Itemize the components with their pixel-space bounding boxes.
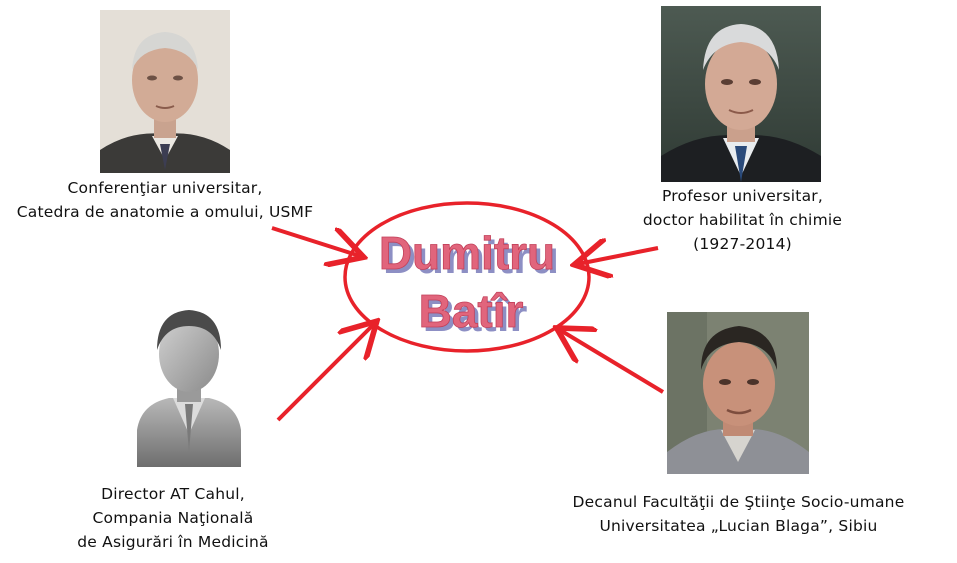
portrait-photo-icon [667,312,809,474]
portrait-bottom-right [667,312,809,474]
caption-line: Universitatea „Lucian Blaga”, Sibiu [599,517,878,535]
center-name-line1-shadow: Dumitru [383,231,559,283]
portrait-bottom-left [133,302,245,467]
center-name: Dumitru Dumitru Batîr Batîr [378,227,559,341]
caption-top-left: Conferenţiar universitar, Catedra de ana… [0,176,330,224]
caption-bottom-left: Director AT Cahul, Compania Naţională de… [28,482,318,554]
portrait-top-left [100,10,230,173]
caption-line: Compania Naţională [92,509,254,527]
caption-line: doctor habilitat în chimie [642,211,843,229]
arrow-bottom-right [560,330,665,394]
portrait-top-right [661,6,821,182]
caption-bottom-right: Decanul Facultăţii de Ştiinţe Socio-uman… [520,490,957,538]
caption-line: Decanul Facultăţii de Ştiinţe Socio-uman… [572,493,905,511]
arrow-bottom-left [276,324,374,422]
arrow-top-right [578,248,659,264]
arrow-top-left [271,226,360,256]
caption-line: Profesor universitar, [662,187,823,205]
caption-top-right: Profesor universitar, doctor habilitat î… [625,184,860,256]
portrait-photo-icon [100,10,230,173]
portrait-photo-icon [661,6,821,182]
center-name-line1: Dumitru [379,227,555,279]
caption-line: Director AT Cahul, [101,485,245,503]
center-name-line2-shadow: Batîr [423,289,528,341]
caption-line: (1927-2014) [693,235,792,253]
center-name-line2: Batîr [419,285,524,337]
caption-line: Catedra de anatomie a omului, USMF [16,203,314,221]
caption-line: de Asigurări în Medicină [77,533,269,551]
caption-line: Conferenţiar universitar, [67,179,263,197]
anonymous-silhouette-icon [137,310,241,467]
